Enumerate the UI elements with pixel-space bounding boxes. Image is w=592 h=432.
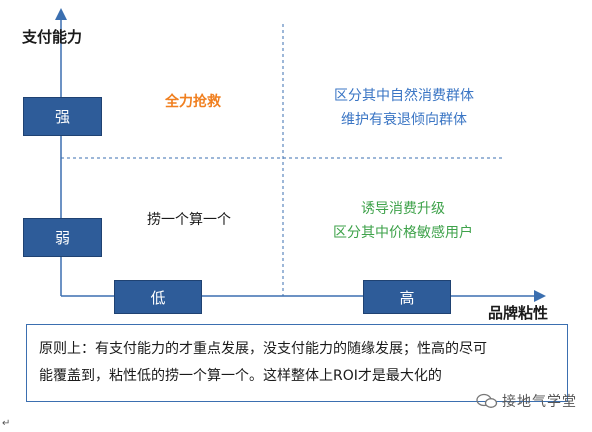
quadrant-top-left-line: 全力抢救 [165,94,221,110]
level-high: 高 [363,280,451,314]
quadrant-top-right-line-1: 区分其中自然消费群体 [334,88,474,104]
quadrant-top-right-line-2: 维护有衰退倾向群体 [341,112,467,128]
quadrant-bottom-right-line-1: 诱导消费升级 [361,201,445,217]
level-weak: 弱 [23,218,102,257]
watermark: 接地气学堂 [476,391,577,411]
quadrant-top-left: 全力抢救 [148,90,238,114]
x-axis-title: 品牌粘性 [488,304,549,322]
principle-note-line-2: 能覆盖到，粘性低的捞一个算一个。这样整体上ROI才是最大化的 [39,368,442,384]
y-axis-title: 支付能力 [22,28,83,46]
level-strong: 强 [23,97,102,136]
level-low: 低 [114,280,202,314]
quadrant-bottom-left: 捞一个算一个 [134,208,244,232]
quadrant-top-right: 区分其中自然消费群体 维护有衰退倾向群体 [314,84,494,132]
principle-note: 原则上：有支付能力的才重点发展，没支付能力的随缘发展；性高的尽可 能覆盖到，粘性… [26,324,568,402]
principle-note-line-1: 原则上：有支付能力的才重点发展，没支付能力的随缘发展；性高的尽可 [39,341,487,357]
quadrant-bottom-right: 诱导消费升级 区分其中价格敏感用户 [318,197,488,245]
quadrant-bottom-left-line: 捞一个算一个 [147,212,231,228]
paragraph-mark: ↵ [2,418,11,429]
wechat-icon [476,393,498,408]
watermark-text: 接地气学堂 [502,394,577,410]
quadrant-bottom-right-line-2: 区分其中价格敏感用户 [333,225,473,241]
